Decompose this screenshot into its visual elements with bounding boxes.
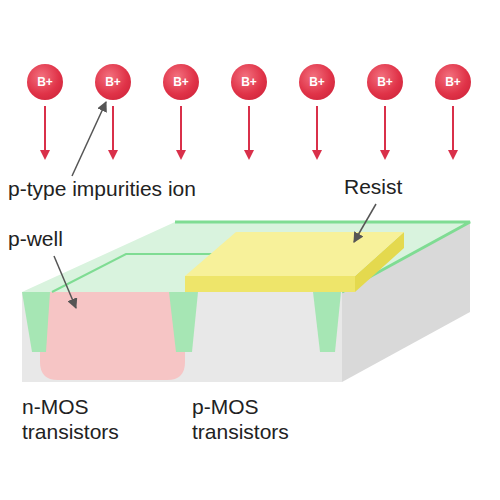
resist-front <box>185 276 355 292</box>
leader-line <box>54 256 76 308</box>
isolation-trench <box>169 292 198 352</box>
ion-circle: B+ <box>367 64 403 100</box>
ion-symbol: B+ <box>173 76 189 88</box>
leader-line <box>72 102 106 176</box>
ion-circle: B+ <box>435 64 471 100</box>
ion-label: p-type impurities ion <box>8 176 308 201</box>
ion-circle: B+ <box>231 64 267 100</box>
transistor-label: n-MOS transistors <box>22 394 154 444</box>
ion-symbol: B+ <box>105 76 121 88</box>
resist-label: Resist <box>344 174 464 199</box>
resist-top <box>185 232 404 276</box>
transistor-label: p-MOS transistors <box>192 394 324 444</box>
ion-circle: B+ <box>95 64 131 100</box>
top-face <box>22 222 470 292</box>
isolation-trench <box>313 292 341 352</box>
ion-circle: B+ <box>163 64 199 100</box>
ion-circle: B+ <box>299 64 335 100</box>
ion-symbol: B+ <box>241 76 257 88</box>
ion-symbol: B+ <box>445 76 461 88</box>
ion-symbol: B+ <box>37 76 53 88</box>
ion-arrows <box>45 106 453 158</box>
ion-circle: B+ <box>27 64 63 100</box>
ion-symbol: B+ <box>377 76 393 88</box>
leader-line <box>354 204 376 242</box>
top-edge <box>175 222 470 292</box>
front-face <box>22 292 342 382</box>
p-well-region <box>40 292 185 380</box>
isolation-trench <box>22 292 50 352</box>
region-label: p-well <box>8 226 128 251</box>
ion-symbol: B+ <box>309 76 325 88</box>
